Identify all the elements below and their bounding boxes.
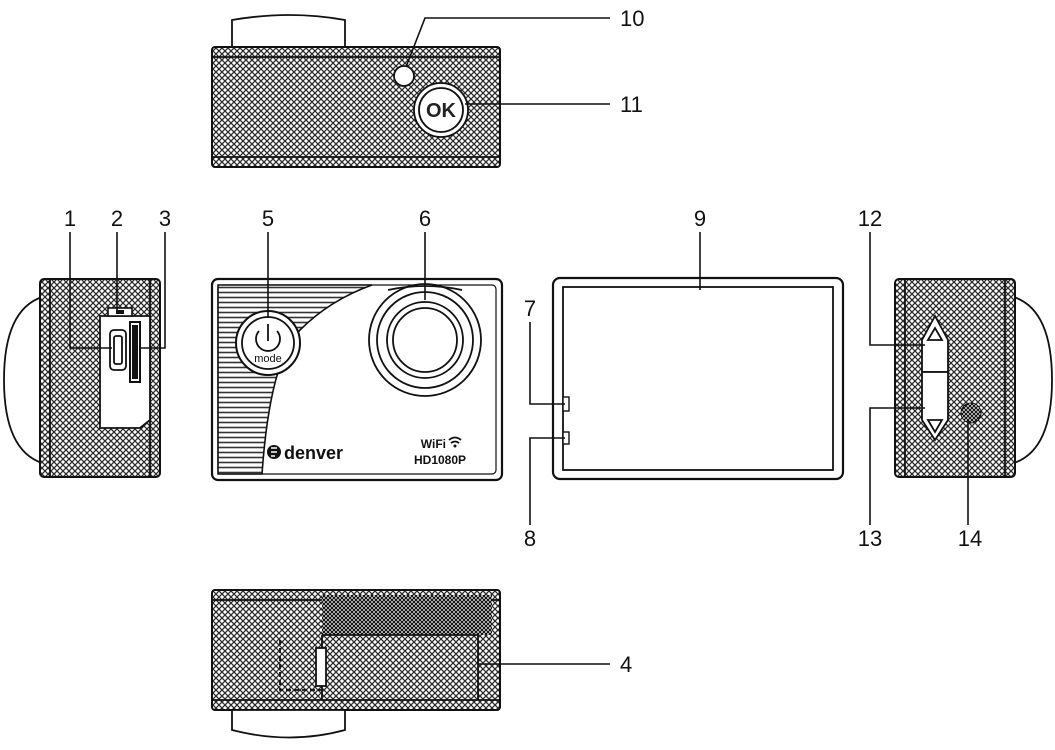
up-button xyxy=(921,314,949,373)
camera-front-view: mode denver WiFi HD1080P xyxy=(210,277,504,482)
lens-bump-right xyxy=(1013,295,1053,465)
callout-leaders xyxy=(69,17,969,665)
lens-bump-left xyxy=(3,295,43,465)
camera-back-view xyxy=(551,276,845,481)
wifi-icon xyxy=(448,436,462,448)
right-side-body xyxy=(894,278,1016,478)
callout-4: 4 xyxy=(620,652,632,677)
callout-3: 3 xyxy=(159,206,171,231)
denver-logo-icon xyxy=(267,445,281,459)
down-button xyxy=(921,371,949,442)
status-led-top xyxy=(393,65,415,87)
callout-2: 2 xyxy=(111,206,123,231)
lens-bump-bottom xyxy=(231,709,346,739)
mode-button-label: mode xyxy=(254,353,282,365)
lens-bump-top xyxy=(231,14,346,49)
callout-11: 11 xyxy=(620,92,643,117)
battery-door xyxy=(322,595,492,635)
top-view-body xyxy=(211,46,501,168)
callout-13: 13 xyxy=(858,526,882,551)
callout-5: 5 xyxy=(262,206,274,231)
callout-12: 12 xyxy=(858,206,882,231)
lcd-screen xyxy=(562,286,834,471)
callout-9: 9 xyxy=(694,206,706,231)
ok-button xyxy=(413,82,469,138)
camera-left-side-view xyxy=(3,278,161,478)
camera-right-side-view xyxy=(894,278,1053,478)
callout-numbers: 10 11 1 2 3 5 6 9 12 7 8 13 14 4 xyxy=(64,6,982,677)
ok-button-label: OK xyxy=(426,100,457,122)
brand-name: denver xyxy=(284,443,343,463)
callout-8: 8 xyxy=(524,526,536,551)
callout-1: 1 xyxy=(64,206,76,231)
callout-10: 10 xyxy=(620,6,644,31)
camera-top-view: OK xyxy=(211,14,501,168)
speaker-grille xyxy=(960,402,982,424)
callout-14: 14 xyxy=(958,526,982,551)
wifi-label: WiFi xyxy=(421,437,446,451)
lens xyxy=(368,283,482,397)
mode-button xyxy=(235,310,301,376)
callout-7: 7 xyxy=(524,296,536,321)
resolution-label: HD1080P xyxy=(414,453,466,467)
callout-6: 6 xyxy=(419,206,431,231)
camera-bottom-view xyxy=(211,589,501,739)
battery-latch xyxy=(315,647,327,687)
